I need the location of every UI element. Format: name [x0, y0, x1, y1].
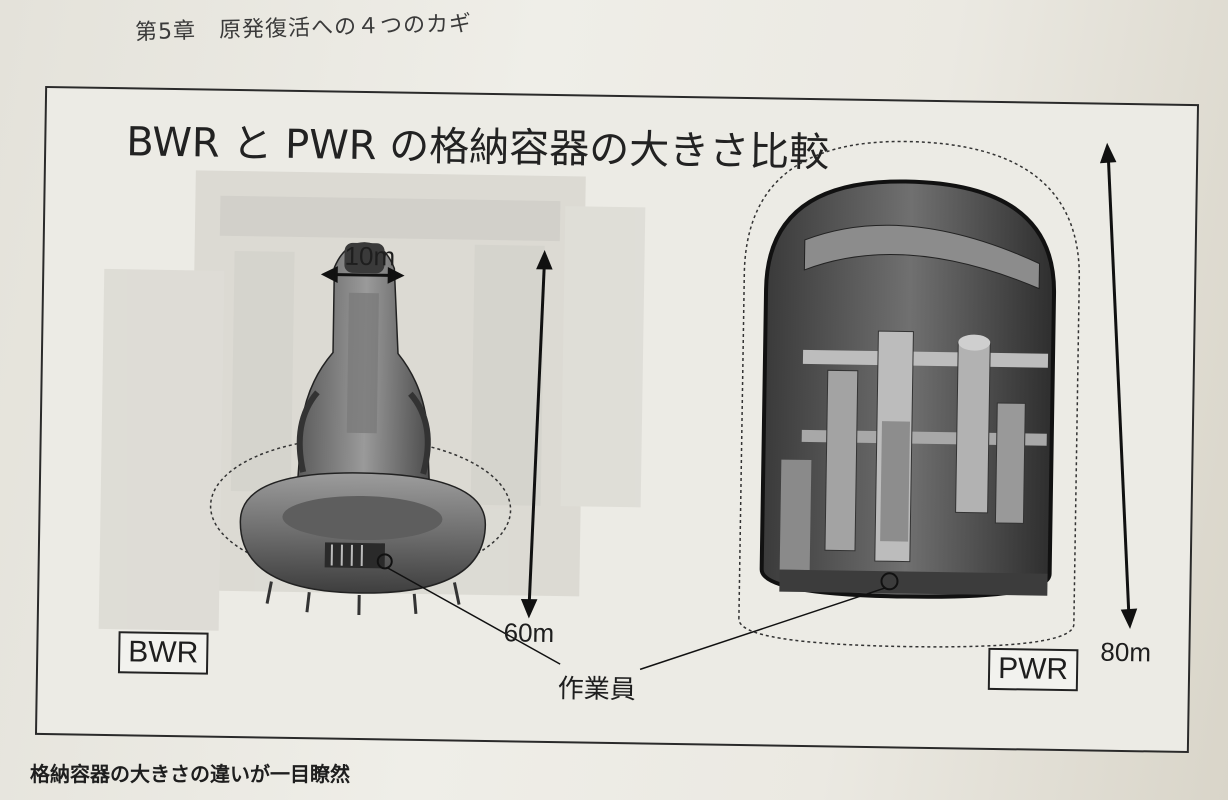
pwr-height-label: 80m	[1100, 636, 1152, 668]
pwr-worker-marker	[880, 572, 899, 591]
bwr-height-label: 60m	[503, 617, 555, 649]
bwr-height-arrow	[520, 250, 553, 619]
worker-label: 作業員	[557, 674, 636, 706]
bwr-worker-marker	[376, 553, 393, 570]
bwr-label: BWR	[117, 631, 209, 675]
pwr-containment-vessel	[759, 179, 1057, 599]
pwr-label: PWR	[987, 647, 1079, 692]
figure-caption: 格納容器の大きさの違いが一目瞭然	[30, 762, 350, 786]
reactor-illustration	[98, 140, 1138, 671]
bwr-reactor-vessel	[294, 242, 432, 515]
pwr-height-arrow	[1099, 142, 1138, 629]
bwr-suppression-torus	[239, 472, 487, 615]
figure-frame: BWR と PWR の格納容器の大きさ比較 10m 60m 80m BWR PW…	[34, 85, 1200, 754]
bwr-width-label: 10m	[344, 240, 396, 272]
bwr-width-arrow	[320, 266, 405, 284]
pwr-containment-outline	[738, 140, 1081, 648]
figure-title: BWR と PWR の格納容器の大きさ比較	[125, 119, 830, 177]
worker-leader-lines	[386, 566, 885, 671]
